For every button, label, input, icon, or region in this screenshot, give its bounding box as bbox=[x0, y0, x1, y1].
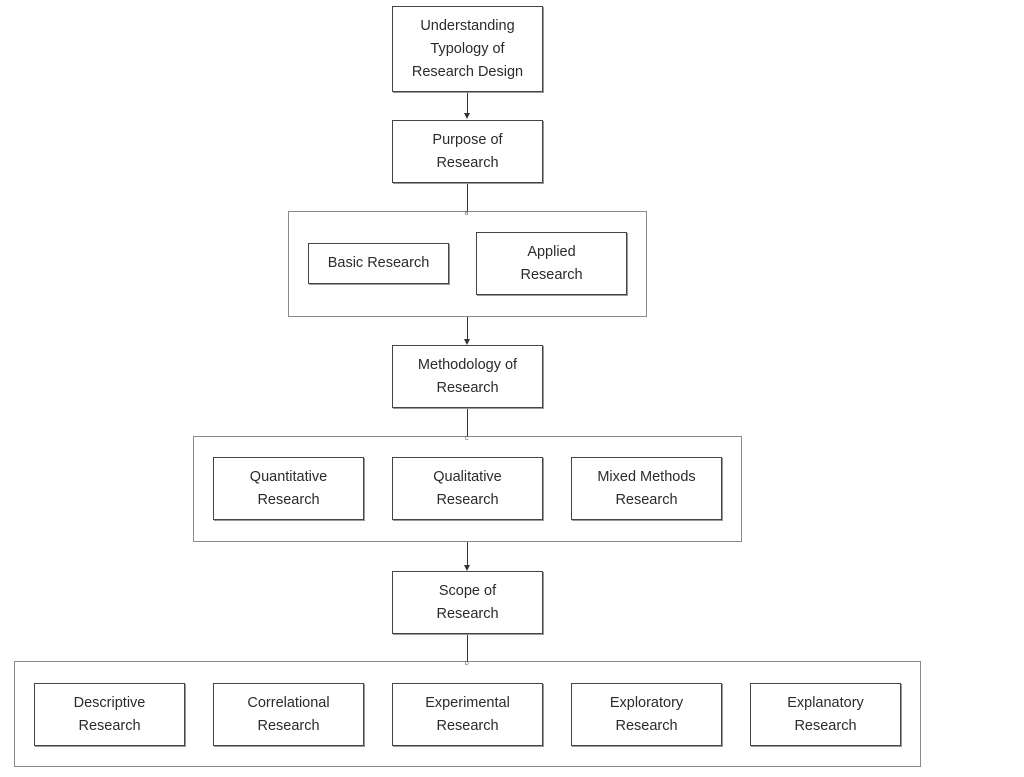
basic-research-label: Basic Research bbox=[327, 255, 430, 271]
arrow-methodology-group-scope bbox=[464, 565, 470, 571]
connector-methodology-group-scope bbox=[467, 542, 468, 565]
correlational-research-label: Correlational Research bbox=[247, 694, 330, 734]
connector-methodology-group bbox=[467, 408, 468, 436]
applied-research-label: Applied Research bbox=[520, 243, 583, 283]
connector-root-purpose bbox=[467, 92, 468, 113]
root-node-label: Understanding Typology of Research Desig… bbox=[411, 17, 524, 80]
arrow-purpose-group-methodology bbox=[464, 339, 470, 345]
methodology-group-tag: C bbox=[465, 436, 469, 442]
exploratory-research-node: Exploratory Research bbox=[571, 683, 722, 746]
exploratory-research-label: Exploratory Research bbox=[609, 694, 684, 734]
descriptive-research-node: Descriptive Research bbox=[34, 683, 185, 746]
basic-research-node: Basic Research bbox=[308, 243, 449, 284]
methodology-node-label: Methodology of Research bbox=[417, 356, 518, 396]
scope-node: Scope of Research bbox=[392, 571, 543, 634]
qualitative-research-label: Qualitative Research bbox=[433, 468, 502, 508]
connector-purpose-group-methodology bbox=[467, 317, 468, 339]
arrow-root-purpose bbox=[464, 113, 470, 119]
connector-scope-group bbox=[467, 634, 468, 661]
purpose-node: Purpose of Research bbox=[392, 120, 543, 183]
quantitative-research-node: Quantitative Research bbox=[213, 457, 364, 520]
applied-research-node: Applied Research bbox=[476, 232, 627, 295]
qualitative-research-node: Qualitative Research bbox=[392, 457, 543, 520]
correlational-research-node: Correlational Research bbox=[213, 683, 364, 746]
explanatory-research-node: Explanatory Research bbox=[750, 683, 901, 746]
purpose-node-label: Purpose of Research bbox=[432, 131, 503, 171]
mixed-methods-research-node: Mixed Methods Research bbox=[571, 457, 722, 520]
experimental-research-label: Experimental Research bbox=[425, 694, 510, 734]
connector-purpose-group bbox=[467, 183, 468, 211]
scope-group-tag: D bbox=[465, 661, 469, 667]
descriptive-research-label: Descriptive Research bbox=[73, 694, 146, 734]
root-node: Understanding Typology of Research Desig… bbox=[392, 6, 543, 92]
mixed-methods-research-label: Mixed Methods Research bbox=[597, 468, 696, 508]
purpose-group-tag: B bbox=[465, 211, 469, 217]
quantitative-research-label: Quantitative Research bbox=[249, 468, 328, 508]
methodology-node: Methodology of Research bbox=[392, 345, 543, 408]
scope-node-label: Scope of Research bbox=[436, 582, 499, 622]
experimental-research-node: Experimental Research bbox=[392, 683, 543, 746]
explanatory-research-label: Explanatory Research bbox=[787, 694, 864, 734]
